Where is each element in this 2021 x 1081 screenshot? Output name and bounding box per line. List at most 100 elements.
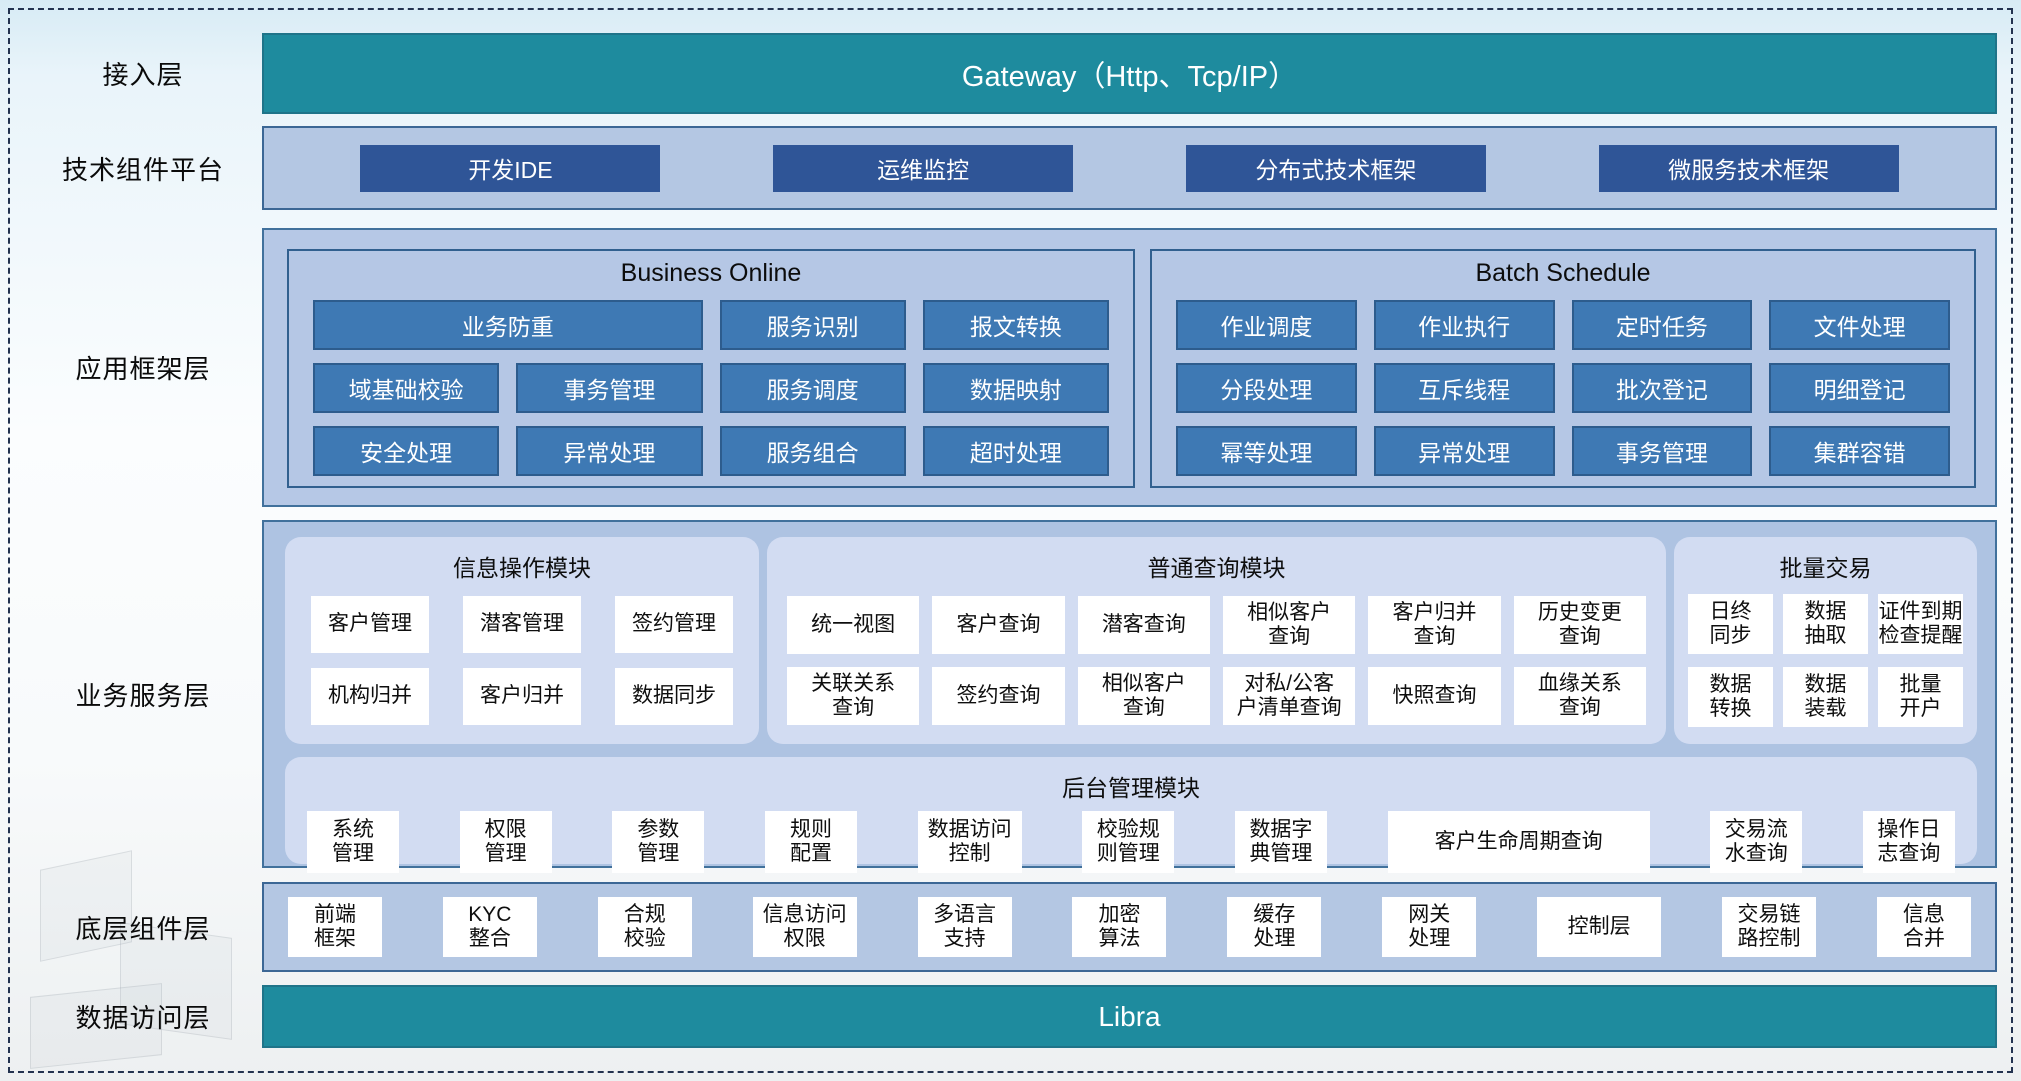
app-framework-row: 应用框架层 Business Online 业务防重服务识别报文转换域基础校验事… — [24, 228, 1997, 507]
base-component-box: 缓存 处理 — [1227, 897, 1322, 957]
framework-capability-box: 服务识别 — [719, 300, 906, 350]
query-module: 普通查询模块 统一视图客户查询潜客查询相似客户 查询客户归并 查询历史变更 查询… — [767, 537, 1666, 744]
service-item-box: 客户归并 — [463, 668, 581, 725]
framework-capability-box: 幂等处理 — [1176, 426, 1357, 476]
layer-label-data-access: 数据访问层 — [75, 1003, 211, 1033]
service-item-box: 血缘关系 查询 — [1513, 667, 1646, 725]
framework-capability-box: 异常处理 — [1373, 426, 1555, 476]
service-item-box: 历史变更 查询 — [1513, 596, 1646, 654]
base-component-box: 控制层 — [1537, 897, 1662, 957]
service-item-box: 日终 同步 — [1688, 594, 1773, 654]
query-module-grid: 统一视图客户查询潜客查询相似客户 查询客户归并 查询历史变更 查询关联关系 查询… — [767, 583, 1666, 725]
service-item-box: 批量 开户 — [1878, 667, 1963, 727]
layer-label-tech-platform: 技术组件平台 — [61, 154, 224, 185]
framework-capability-box: 作业调度 — [1176, 300, 1357, 350]
framework-capability-box: 明细登记 — [1769, 363, 1950, 413]
service-item-box: 统一视图 — [787, 596, 920, 654]
gateway-bar: Gateway（Http、Tcp/IP） — [262, 33, 1997, 114]
business-service-panel: 信息操作模块 客户管理潜客管理签约管理机构归并客户归并数据同步 普通查询模块 统… — [262, 520, 1997, 873]
data-access-row: 数据访问层 Libra — [24, 985, 1997, 1048]
tech-component-button: 运维监控 — [773, 144, 1074, 192]
admin-item-box: 权限 管理 — [459, 811, 552, 873]
info-operation-title: 信息操作模块 — [453, 555, 591, 581]
base-component-box: 前端 框架 — [288, 897, 382, 957]
gateway-title: Gateway（Http、Tcp/IP） — [961, 60, 1298, 93]
service-item-box: 签约管理 — [615, 596, 733, 653]
batch-trade-grid: 日终 同步数据 抽取证件到期 检查提醒数据 转换数据 装载批量 开户 — [1674, 583, 1977, 727]
framework-capability-box: 事务管理 — [516, 363, 703, 413]
framework-capability-box: 互斥线程 — [1373, 363, 1555, 413]
service-item-box: 相似客户 查询 — [1222, 596, 1356, 654]
framework-capability-box: 业务防重 — [313, 300, 703, 350]
framework-capability-box: 定时任务 — [1571, 300, 1753, 350]
admin-module-row: 系统 管理权限 管理参数 管理规则 配置数据访问 控制校验规 则管理数据字 典管… — [285, 803, 1977, 873]
info-operation-grid: 客户管理潜客管理签约管理机构归并客户归并数据同步 — [285, 583, 759, 725]
batch-schedule-grid: 作业调度作业执行定时任务文件处理分段处理互斥线程批次登记明细登记幂等处理异常处理… — [1152, 288, 1974, 476]
framework-capability-box: 批次登记 — [1571, 363, 1753, 413]
admin-item-box: 规则 配置 — [764, 811, 857, 873]
base-component-box: 交易链 路控制 — [1722, 897, 1817, 957]
framework-capability-box: 事务管理 — [1571, 426, 1753, 476]
base-component-box: 信息 合并 — [1876, 897, 1971, 957]
framework-capability-box: 服务组合 — [719, 426, 906, 476]
service-item-box: 潜客查询 — [1077, 596, 1210, 654]
layer-label-app-framework: 应用框架层 — [75, 354, 211, 384]
business-online-section: Business Online 业务防重服务识别报文转换域基础校验事务管理服务调… — [287, 249, 1135, 488]
admin-item-box: 系统 管理 — [307, 811, 399, 873]
framework-capability-box: 集群容错 — [1769, 426, 1950, 476]
admin-module-title: 后台管理模块 — [1062, 775, 1200, 801]
layer-label-business-service: 业务服务层 — [75, 680, 211, 711]
service-item-box: 关联关系 查询 — [787, 667, 920, 725]
app-framework-panel: Business Online 业务防重服务识别报文转换域基础校验事务管理服务调… — [262, 228, 1997, 507]
service-item-box: 数据 转换 — [1688, 667, 1773, 727]
layer-label-base-components: 底层组件层 — [75, 913, 211, 944]
admin-item-box: 客户生命周期查询 — [1387, 811, 1650, 873]
batch-schedule-section: Batch Schedule 作业调度作业执行定时任务文件处理分段处理互斥线程批… — [1150, 249, 1976, 488]
service-item-box: 数据同步 — [615, 668, 733, 725]
framework-capability-box: 文件处理 — [1769, 300, 1950, 350]
tech-component-button: 开发IDE — [360, 144, 661, 192]
base-component-box: 加密 算法 — [1072, 897, 1167, 957]
service-item-box: 相似客户 查询 — [1077, 667, 1210, 725]
info-operation-module: 信息操作模块 客户管理潜客管理签约管理机构归并客户归并数据同步 — [285, 537, 759, 744]
framework-capability-box: 作业执行 — [1373, 300, 1555, 350]
framework-capability-box: 异常处理 — [516, 426, 703, 476]
admin-item-box: 数据字 典管理 — [1234, 811, 1327, 873]
base-component-box: 网关 处理 — [1382, 897, 1477, 957]
service-item-box: 潜客管理 — [463, 596, 581, 653]
layer-label-access: 接入层 — [102, 60, 184, 90]
admin-item-box: 交易流 水查询 — [1710, 811, 1803, 873]
batch-trade-title: 批量交易 — [1779, 555, 1872, 581]
base-component-box: 信息访问 权限 — [752, 897, 857, 957]
batch-trade-module: 批量交易 日终 同步数据 抽取证件到期 检查提醒数据 转换数据 装载批量 开户 — [1674, 537, 1977, 744]
framework-capability-box: 超时处理 — [922, 426, 1109, 476]
tech-component-button: 微服务技术框架 — [1598, 144, 1899, 192]
business-service-row: 业务服务层 信息操作模块 客户管理潜客管理签约管理机构归并客户归并数据同步 普通… — [24, 520, 1997, 873]
service-item-box: 数据 抽取 — [1783, 594, 1868, 654]
service-item-box: 签约查询 — [932, 667, 1065, 725]
admin-item-box: 参数 管理 — [612, 811, 705, 873]
business-online-grid: 业务防重服务识别报文转换域基础校验事务管理服务调度数据映射安全处理异常处理服务组… — [289, 288, 1133, 476]
framework-capability-box: 报文转换 — [922, 300, 1109, 350]
service-item-box: 数据 装载 — [1783, 667, 1868, 727]
service-item-box: 客户归并 查询 — [1368, 596, 1501, 654]
libra-bar: Libra — [262, 985, 1997, 1048]
admin-module: 后台管理模块 系统 管理权限 管理参数 管理规则 配置数据访问 控制校验规 则管… — [285, 757, 1977, 873]
service-item-box: 快照查询 — [1368, 667, 1501, 725]
service-item-box: 机构归并 — [311, 668, 429, 725]
admin-item-box: 操作日 志查询 — [1862, 811, 1955, 873]
service-item-box: 客户管理 — [311, 596, 429, 653]
business-online-title: Business Online — [620, 259, 802, 287]
base-component-box: 合规 校验 — [597, 897, 692, 957]
admin-item-box: 数据访问 控制 — [917, 811, 1022, 873]
admin-item-box: 校验规 则管理 — [1082, 811, 1175, 873]
framework-capability-box: 服务调度 — [719, 363, 906, 413]
service-item-box: 对私/公客 户清单查询 — [1222, 667, 1356, 725]
base-component-box: KYC 整合 — [442, 897, 537, 957]
libra-title: Libra — [1098, 1000, 1161, 1032]
